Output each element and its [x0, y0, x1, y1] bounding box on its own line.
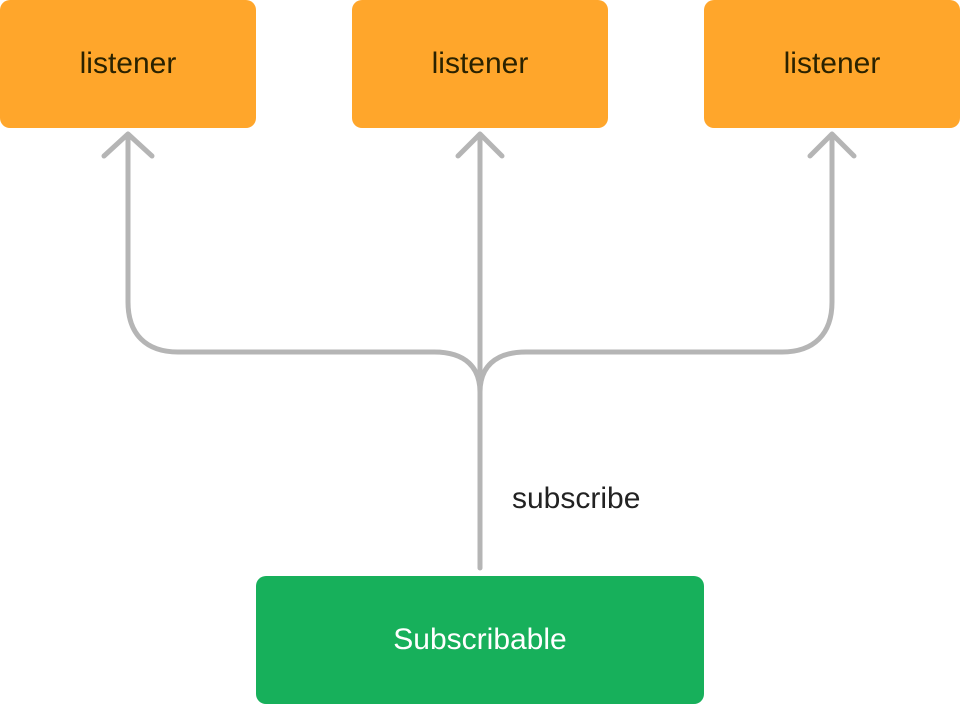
listener-label-1: listener: [79, 47, 177, 80]
subscribable-node: Subscribable: [256, 576, 704, 704]
listener-node-3: listener: [704, 0, 960, 128]
arrowhead-right: [807, 131, 857, 159]
listener-node-1: listener: [0, 0, 256, 128]
subscribable-label: Subscribable: [393, 623, 567, 656]
listener-node-2: listener: [352, 0, 608, 128]
branch-right-line: [477, 133, 835, 395]
branch-left-line: [125, 133, 483, 395]
listener-label-2: listener: [431, 47, 529, 80]
arrowhead-center: [455, 131, 505, 159]
arrowhead-left: [101, 131, 155, 159]
subscribe-edge-label: subscribe: [512, 482, 641, 515]
listener-label-3: listener: [783, 47, 881, 80]
